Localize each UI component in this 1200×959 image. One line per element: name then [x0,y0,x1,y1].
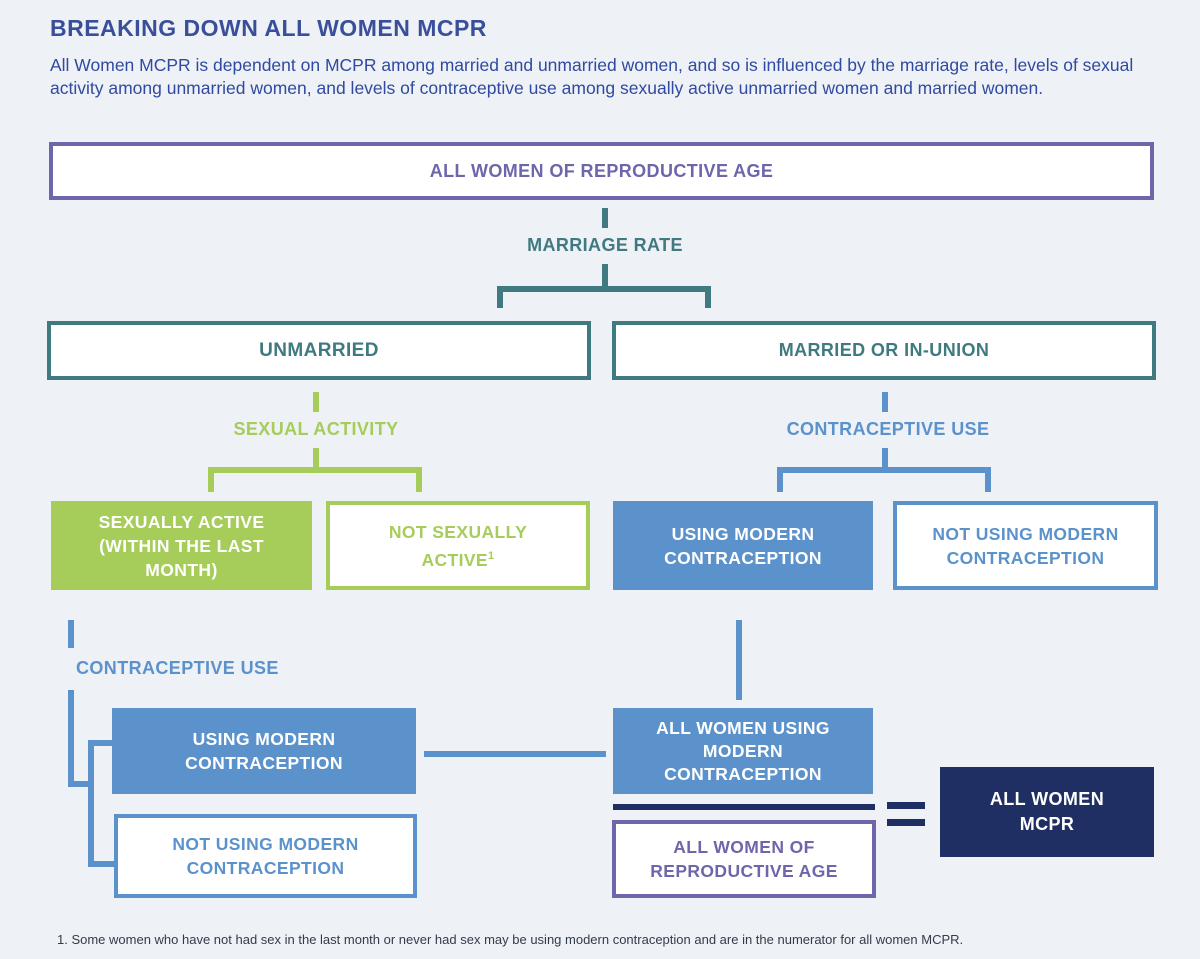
not-sexually-active-label: NOT SEXUALLY ACTIVE [388,521,528,570]
connector-branch-vertical [68,690,74,785]
page-title: BREAKING DOWN ALL WOMEN MCPR [50,15,487,41]
denominator-label: ALL WOMEN OF REPRODUCTIVE AGE [650,837,838,881]
married-label: MARRIED OR IN-UNION [778,340,990,360]
unmarried-using-label: USING MODERN CONTRACEPTION [185,729,343,773]
unmarried-not-using-label: NOT USING MODERN CONTRACEPTION [172,834,359,878]
sexual-activity-label: SEXUAL ACTIVITY [233,419,399,439]
connector-married-to-total [736,620,742,700]
numerator-box: ALL WOMEN USING MODERN CONTRACEPTION [613,708,873,794]
connector-sexual-right [416,467,422,492]
connector-bracket-top [88,740,112,746]
married-not-using-box: NOT USING MODERN CONTRACEPTION [893,501,1158,590]
married-not-using-label: NOT USING MODERN CONTRACEPTION [932,523,1119,568]
footnote-marker: 1 [488,549,495,562]
connector-marriage-right [705,286,711,308]
married-box: MARRIED OR IN-UNION [612,321,1156,380]
connector-sexual-stem [313,448,319,470]
connector-sexual-left [208,467,214,492]
root-box: ALL WOMEN OF REPRODUCTIVE AGE [49,142,1154,200]
connector-root-stem [602,208,608,228]
unmarried-box: UNMARRIED [47,321,591,380]
married-using-box: USING MODERN CONTRACEPTION [613,501,873,590]
connector-marriage-left [497,286,503,308]
connector-sexactive-stem [68,620,74,648]
connector-marriage-bar [497,286,711,292]
connector-married-stem [882,392,888,412]
contraceptive-use-married-label: CONTRACEPTIVE USE [786,419,990,439]
equals-sign: = [887,802,925,830]
fraction-bar [613,804,875,810]
sexually-active-label: SEXUALLY ACTIVE (WITHIN THE LAST MONTH) [98,511,265,580]
connector-contra-left [777,467,783,492]
married-using-label: USING MODERN CONTRACEPTION [664,523,822,568]
intro-text: All Women MCPR is dependent on MCPR amon… [50,55,1134,98]
connector-bracket-bottom [88,861,114,867]
contraceptive-use-unmarried-label: CONTRACEPTIVE USE [76,658,279,678]
connector-unmarried-to-total [424,751,606,757]
denominator-box: ALL WOMEN OF REPRODUCTIVE AGE [612,820,876,898]
connector-contra-bar [777,467,991,473]
unmarried-not-using-box: NOT USING MODERN CONTRACEPTION [114,814,417,898]
connector-contra-stem [882,448,888,470]
marriage-rate-label: MARRIAGE RATE [527,235,683,255]
connector-marriage-stem [602,264,608,288]
connector-unmarried-stem [313,392,319,412]
footnote: 1. Some women who have not had sex in th… [57,932,964,947]
unmarried-using-box: USING MODERN CONTRACEPTION [112,708,416,794]
root-label: ALL WOMEN OF REPRODUCTIVE AGE [429,160,774,181]
result-label: ALL WOMEN MCPR [989,789,1105,834]
result-box: ALL WOMEN MCPR [940,767,1154,857]
not-sexually-active-box: NOT SEXUALLY ACTIVE1 [326,501,590,590]
connector-sexual-bar [208,467,422,473]
sexually-active-box: SEXUALLY ACTIVE (WITHIN THE LAST MONTH) [51,501,312,590]
connector-contra-right [985,467,991,492]
connector-bracket-vertical [88,740,94,867]
unmarried-label: UNMARRIED [259,339,379,361]
numerator-label: ALL WOMEN USING MODERN CONTRACEPTION [656,717,830,784]
connector-branch-horizontal [68,781,94,787]
